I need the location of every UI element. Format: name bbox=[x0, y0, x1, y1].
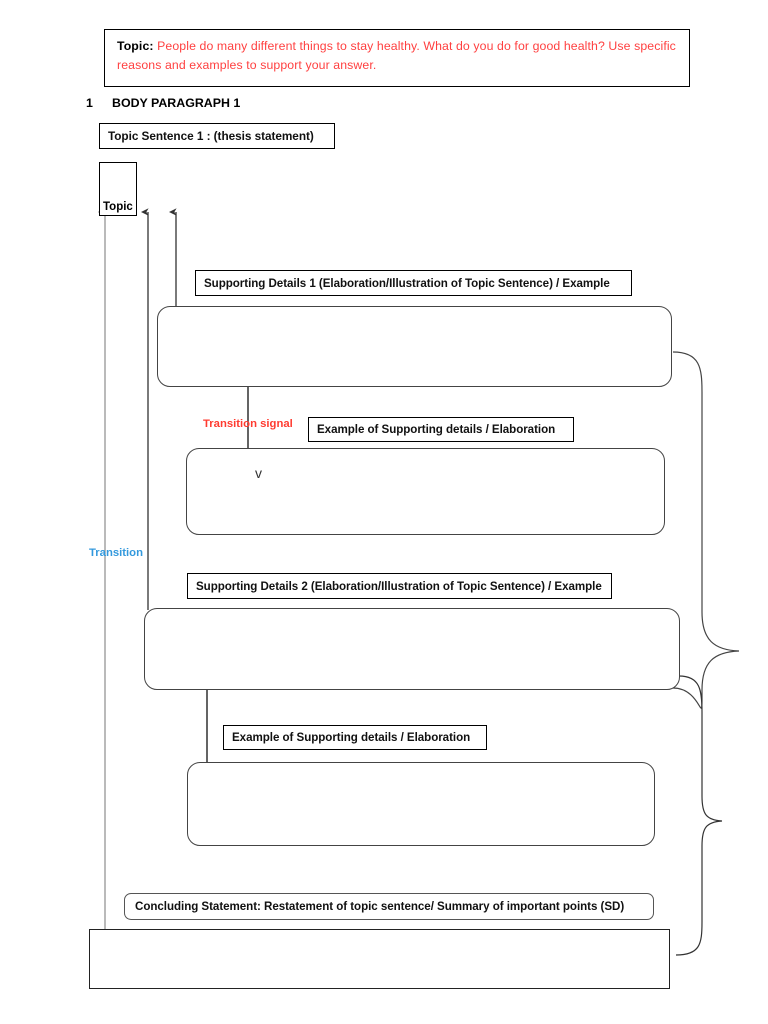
bottom-content-box[interactable] bbox=[89, 929, 670, 989]
paragraph-title: BODY PARAGRAPH 1 bbox=[112, 96, 241, 110]
brace-lower bbox=[675, 675, 723, 956]
concluding-statement-box[interactable]: Concluding Statement: Restatement of top… bbox=[124, 893, 654, 920]
supporting-details-2-label-box[interactable]: Supporting Details 2 (Elaboration/Illust… bbox=[187, 573, 612, 599]
topic-box[interactable]: Topic bbox=[99, 162, 137, 216]
supporting-details-2-example-label: Example of Supporting details / Elaborat… bbox=[232, 731, 471, 744]
concluding-statement-label: Concluding Statement: Restatement of top… bbox=[135, 900, 625, 913]
topic-prompt-label: Topic bbox=[117, 39, 150, 53]
topic-prompt-separator: : bbox=[149, 39, 154, 53]
transition-signal-label: Transition signal bbox=[203, 418, 293, 430]
page-title: 1 BODY PARAGRAPH 1 bbox=[86, 96, 406, 114]
topic-sentence-box[interactable]: Topic Sentence 1 : (thesis statement) bbox=[99, 123, 335, 149]
topic-prompt-text: People do many different things to stay … bbox=[117, 39, 676, 72]
topic-box-label: Topic bbox=[103, 201, 133, 213]
paragraph-number: 1 bbox=[86, 96, 93, 110]
supporting-details-1-label-box[interactable]: Supporting Details 1 (Elaboration/Illust… bbox=[195, 270, 632, 296]
supporting-details-1-content-box[interactable] bbox=[157, 306, 672, 387]
supporting-details-1-example-content-box[interactable]: v bbox=[186, 448, 665, 535]
brace-upper bbox=[672, 351, 740, 709]
supporting-details-2-example-label-box[interactable]: Example of Supporting details / Elaborat… bbox=[223, 725, 487, 750]
transition-label: Transition bbox=[89, 547, 143, 559]
supporting-details-2-example-content-box[interactable] bbox=[187, 762, 655, 846]
supporting-details-2-content-box[interactable] bbox=[144, 608, 680, 690]
topic-prompt-box: Topic: People do many different things t… bbox=[104, 29, 690, 87]
supporting-details-1-example-label: Example of Supporting details / Elaborat… bbox=[317, 423, 556, 436]
topic-sentence-label: Topic Sentence 1 : (thesis statement) bbox=[108, 129, 314, 143]
supporting-details-1-label: Supporting Details 1 (Elaboration/Illust… bbox=[204, 276, 610, 290]
supporting-details-1-example-label-box[interactable]: Example of Supporting details / Elaborat… bbox=[308, 417, 574, 442]
supporting-details-2-label: Supporting Details 2 (Elaboration/Illust… bbox=[196, 579, 602, 593]
supporting-details-1-example-content: v bbox=[255, 465, 262, 481]
